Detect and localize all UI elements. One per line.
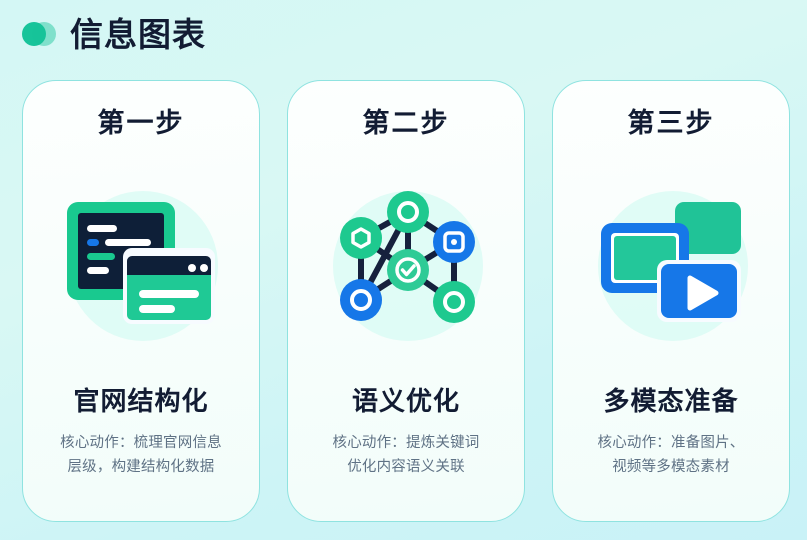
card-desc-line-1: 核心动作：准备图片、 — [597, 434, 745, 451]
bullet-dot-secondary — [32, 22, 56, 46]
card-description-1: 核心动作：梳理官网信息 层级，构建结构化数据 — [60, 432, 222, 480]
double-circle-bullet-icon — [22, 22, 56, 46]
code-window-browser-glyph — [67, 201, 215, 324]
network-graph-glyph — [340, 190, 475, 323]
card-desc-line-2: 视频等多模态素材 — [612, 458, 730, 475]
bullet-dot-primary — [22, 22, 46, 46]
card-title-1: 官网结构化 — [73, 385, 209, 416]
step-card-2[interactable]: 第二步 — [287, 80, 525, 522]
card-description-3: 核心动作：准备图片、 视频等多模态素材 — [598, 432, 745, 480]
step-label-1: 第一步 — [97, 108, 185, 138]
card-desc-line-1: 核心动作：梳理官网信息 — [60, 434, 222, 451]
network-graph-nodes-icon — [321, 185, 491, 345]
step-card-3[interactable]: 第三步 多模态准备 核心动作：准备图片、 视频等多模态素材 — [552, 80, 790, 522]
page-header: 信息图表 — [0, 0, 807, 58]
card-desc-line-2: 优化内容语义关联 — [347, 458, 465, 475]
step-label-2: 第二步 — [362, 108, 450, 138]
step-card-1[interactable]: 第一步 — [22, 80, 260, 522]
multimedia-glyph — [601, 201, 741, 322]
card-title-3: 多模态准备 — [603, 385, 739, 416]
card-desc-line-2: 层级，构建结构化数据 — [67, 458, 215, 475]
card-title-2: 语义优化 — [351, 385, 460, 416]
page-title: 信息图表 — [70, 15, 206, 53]
step-label-3: 第三步 — [627, 108, 715, 138]
card-desc-line-1: 核心动作：提炼关键词 — [332, 434, 480, 451]
multimedia-video-image-icon — [586, 185, 756, 345]
code-window-browser-icon — [56, 185, 226, 345]
card-description-2: 核心动作：提炼关键词 优化内容语义关联 — [333, 432, 480, 480]
steps-card-row: 第一步 — [22, 80, 790, 522]
